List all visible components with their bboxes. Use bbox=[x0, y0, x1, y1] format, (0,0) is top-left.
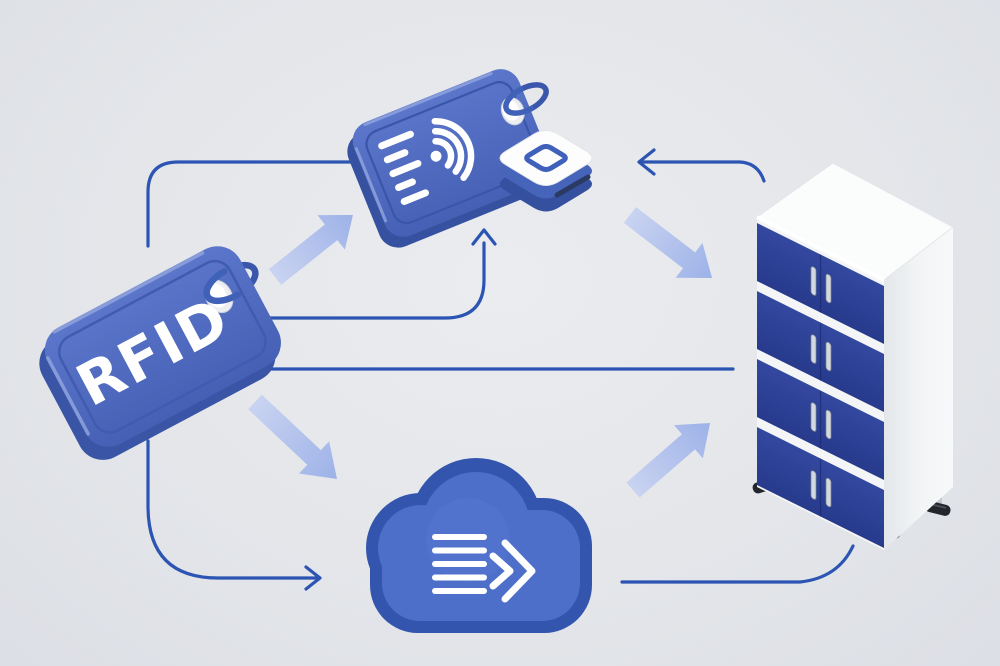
cloud-sync-node bbox=[366, 458, 592, 633]
door-handle bbox=[825, 341, 832, 372]
connector-lines bbox=[146, 148, 855, 591]
arrowhead-right-icon bbox=[304, 565, 322, 591]
block-arrow-tag-to-cloud bbox=[248, 394, 338, 480]
rfid-tag-bevel bbox=[46, 251, 205, 436]
storage-cabinet-node bbox=[752, 162, 954, 551]
door-row-1 bbox=[757, 223, 884, 345]
block-arrows bbox=[248, 207, 713, 498]
data-lines-icon bbox=[432, 534, 487, 594]
arrowhead-left-icon bbox=[637, 148, 656, 176]
terminal-target-square-icon bbox=[524, 143, 568, 173]
reader-tag-ring-front bbox=[503, 86, 534, 116]
connector-cabinet-to-reader-arrow bbox=[637, 148, 766, 183]
block-arrow-cloud-to-cabinet bbox=[626, 423, 711, 498]
door-row-3 bbox=[757, 359, 884, 481]
door-handle bbox=[825, 477, 832, 508]
rfid-reader-node bbox=[347, 69, 593, 248]
block-arrow-tag-to-reader bbox=[268, 214, 353, 285]
door-handle bbox=[810, 266, 817, 296]
connector-tag-to-cloud-arrow bbox=[146, 439, 322, 591]
connector-tag-to-reader-arrow bbox=[266, 228, 497, 320]
reader-card-inner-outline bbox=[365, 81, 541, 225]
cabinet-top-edge-highlight bbox=[756, 215, 885, 282]
door-handle bbox=[825, 273, 832, 304]
terminal-slot bbox=[554, 174, 591, 198]
door-handle bbox=[810, 470, 817, 500]
cabinet-front bbox=[757, 217, 884, 551]
rfid-tag-inner-outline bbox=[57, 259, 267, 434]
signal-waves-icon bbox=[378, 117, 475, 205]
rfid-tag-ring-front bbox=[203, 268, 241, 305]
reader-terminal bbox=[499, 130, 593, 212]
reader-tag-card bbox=[347, 69, 552, 248]
connector-tag-to-reader-top bbox=[146, 160, 371, 248]
connector-cloud-to-cabinet bbox=[620, 544, 855, 584]
arrowhead-up-icon bbox=[471, 228, 497, 246]
door-row-2 bbox=[757, 291, 884, 413]
double-chevron-right-icon bbox=[489, 539, 536, 603]
cabinet-side bbox=[884, 227, 953, 550]
block-arrow-reader-to-cabinet bbox=[623, 207, 713, 278]
door-row-4 bbox=[757, 427, 884, 549]
door-handle bbox=[810, 402, 817, 432]
terminal-top bbox=[499, 130, 593, 186]
door-handle bbox=[810, 334, 817, 364]
rfid-tag-node: RFID bbox=[39, 246, 281, 460]
door-handle bbox=[825, 409, 832, 440]
reader-card-bevel bbox=[354, 72, 493, 223]
